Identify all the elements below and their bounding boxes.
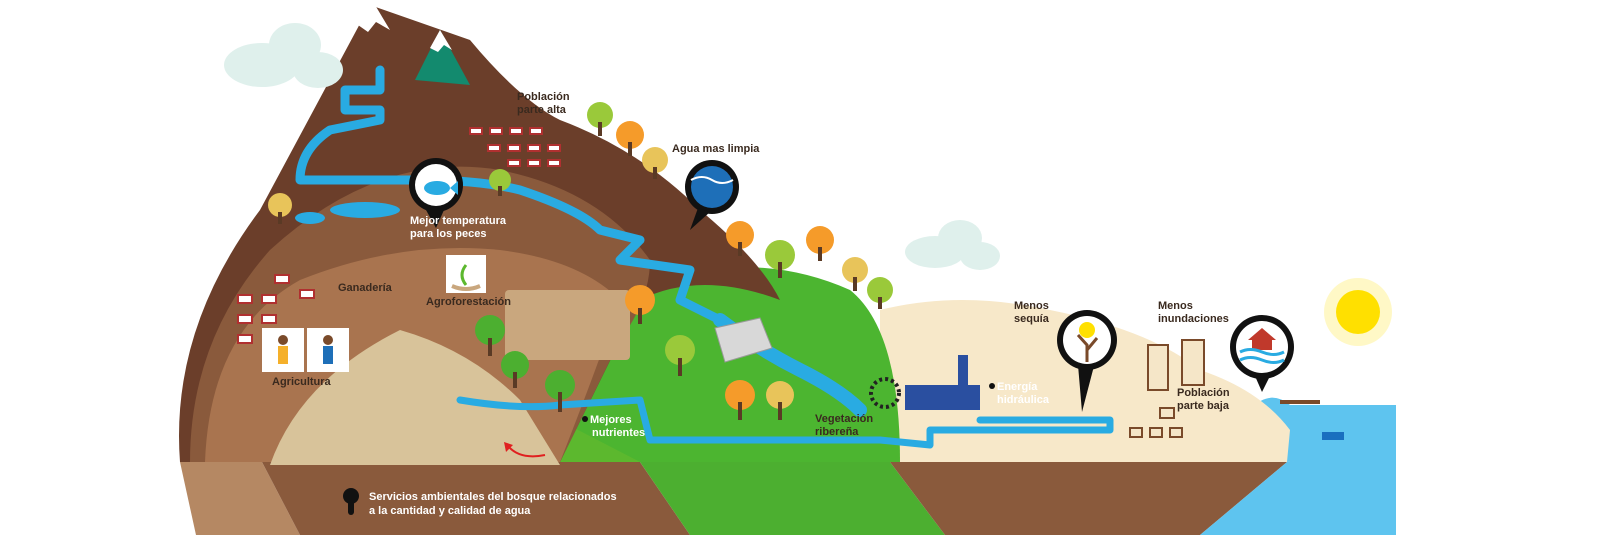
label-energia-hidraulica: Energía hidráulica — [989, 381, 1049, 407]
label-menos-sequia: Menos sequía — [1014, 300, 1049, 325]
nutrient-arrow — [504, 442, 546, 458]
label-mejor-temperatura: Mejor temperatura para los peces — [410, 215, 506, 240]
water-drop-icon — [685, 160, 739, 230]
pin-tail — [348, 501, 354, 515]
trees — [268, 102, 893, 420]
location-pin-icon — [343, 488, 359, 504]
houses-upper — [237, 127, 561, 344]
label-poblacion-alta: Población parte alta — [517, 91, 570, 116]
label-poblacion-baja: Población parte baja — [1177, 387, 1230, 412]
boat — [1280, 400, 1344, 440]
plant-hands-icon — [446, 255, 486, 293]
label-agroforestacion: Agroforestación — [426, 296, 511, 308]
fish-icon — [409, 158, 463, 228]
cloud-left — [224, 23, 343, 88]
label-vegetacion-riberena: Vegetación ribereña — [815, 413, 874, 438]
farmer-icons — [262, 328, 349, 372]
hydro-plant — [869, 355, 980, 410]
location-pin-icon — [989, 383, 995, 389]
label-mejores-nutrientes: Mejores nutrientes — [582, 414, 645, 440]
cloud-right — [905, 220, 1000, 270]
location-pin-icon — [582, 416, 588, 422]
legend-text: Servicios ambientales del bosque relacio… — [369, 491, 617, 517]
dam — [714, 317, 773, 363]
label-menos-inundaciones: Menos inundaciones — [1158, 300, 1229, 325]
label-agua-limpia: Agua mas limpia — [672, 143, 760, 155]
soil-block — [180, 446, 1396, 535]
label-ganaderia: Ganadería — [338, 282, 392, 294]
sun-icon — [1324, 278, 1392, 346]
dry-tree-icon — [1057, 310, 1117, 412]
houses-lower — [1129, 339, 1205, 438]
flooded-house-icon — [1230, 315, 1294, 392]
label-agricultura: Agricultura — [272, 376, 331, 388]
